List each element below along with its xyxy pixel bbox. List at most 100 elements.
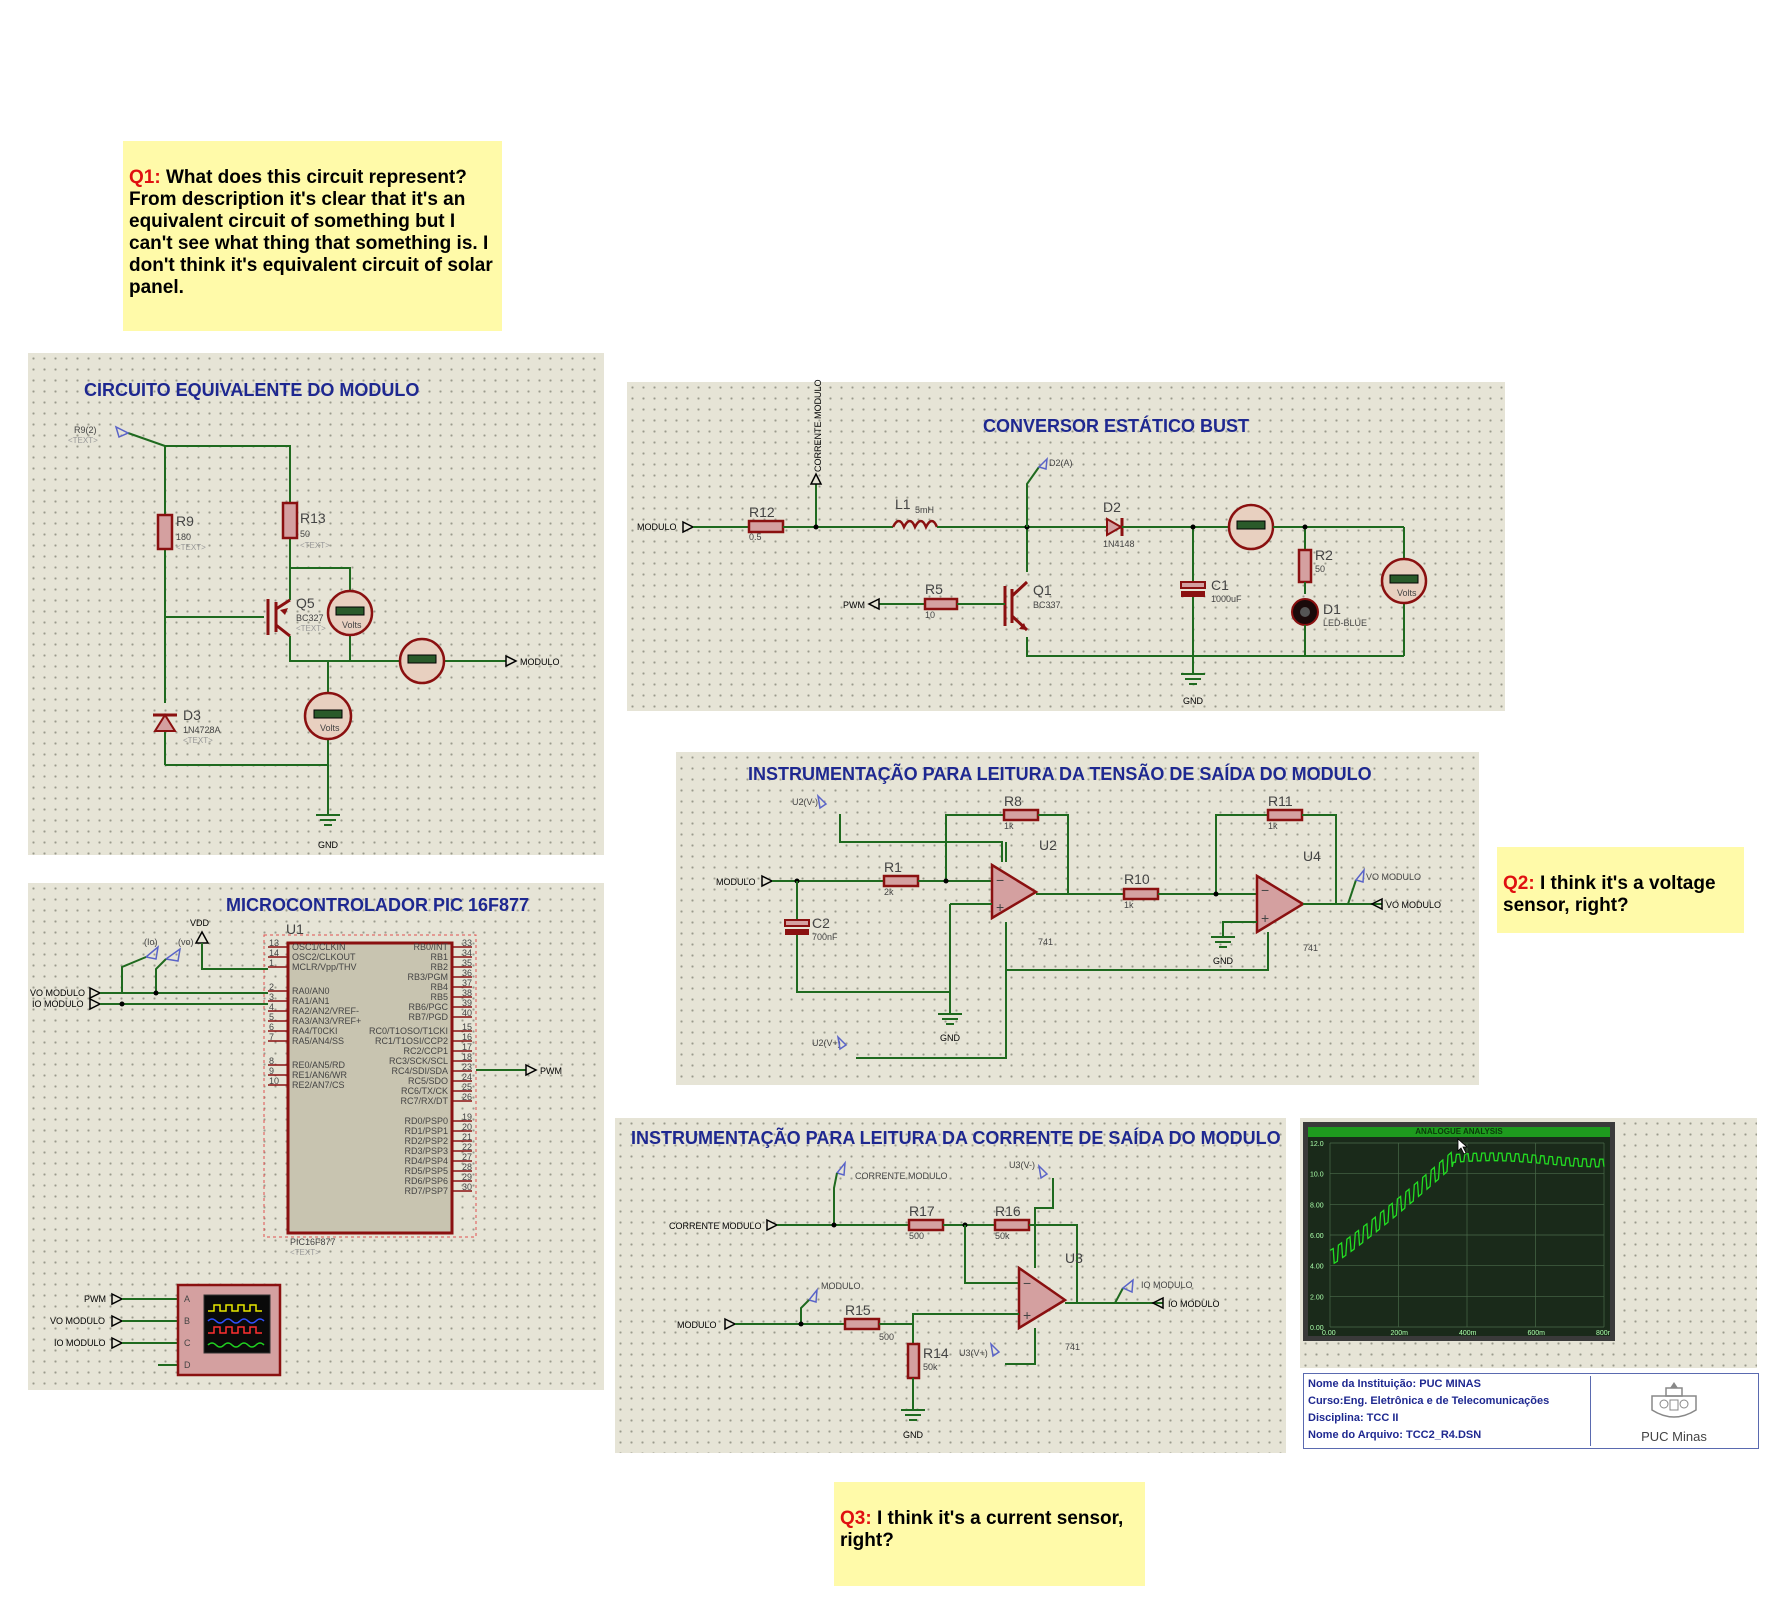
vdd-label: VDD	[190, 918, 210, 928]
probe-io: (Io)	[144, 937, 160, 960]
ref-label: R8	[1004, 793, 1022, 809]
panel-title: CIRCUITO EQUIVALENTE DO MODULO	[84, 380, 420, 400]
pin-name: RD5/PSP5	[404, 1166, 448, 1176]
terminal-label: CORRENTE MODULO	[813, 379, 823, 472]
x-tick-label: 800m	[1596, 1330, 1610, 1336]
ref-label: U3	[1065, 1250, 1083, 1266]
channel-label: B	[184, 1316, 190, 1326]
probe-label: IO MODULO	[1141, 1280, 1193, 1290]
resistor-r8: R8 1k	[1002, 793, 1040, 831]
ground-symbol: GND	[938, 1013, 962, 1043]
value-label: 1k	[1004, 821, 1014, 831]
voltmeter-boost: Volts	[1380, 557, 1428, 605]
x-tick-label: 400m	[1459, 1330, 1477, 1336]
pin-name: RD4/PSP4	[404, 1156, 448, 1166]
x-tick-label: 0.00	[1322, 1330, 1336, 1336]
pin-number: 1	[269, 958, 274, 968]
probe-label: MODULO	[821, 1281, 861, 1291]
gnd-label: GND	[318, 840, 339, 850]
pin-number: 30	[462, 1182, 472, 1192]
boost-converter-panel: CONVERSOR ESTÁTICO BUST MODULO R12 0.5 C…	[627, 379, 1505, 711]
pin-name: RE1/AN6/WR	[292, 1070, 348, 1080]
svg-text:<TEXT>: <TEXT>	[290, 1248, 320, 1257]
title-block: Nome da Instituição: PUC MINAS Curso:Eng…	[1303, 1373, 1759, 1449]
x-tick-label: 200m	[1391, 1330, 1409, 1336]
pin-name: OSC1/CLKIN	[292, 942, 346, 952]
terminal-modulo: MODULO	[505, 654, 560, 668]
resistor-r15: R15 500	[843, 1302, 894, 1342]
right-pins: 33RB0/INT34RB135RB236RB3/PGM37RB438RB539…	[369, 938, 472, 1196]
note-text: I think it's a voltage sensor, right?	[1503, 873, 1716, 916]
ref-label: R5	[925, 581, 943, 597]
probe-label: U3(V-)	[1009, 1160, 1035, 1170]
value-label: BC337	[1033, 600, 1061, 610]
pin-number: 15	[462, 1022, 472, 1032]
ground-symbol: GND	[1181, 673, 1205, 706]
graph-title: ANALOGUE ANALYSIS	[1308, 1127, 1610, 1137]
question-note-3: Q3: I think it's a current sensor, right…	[834, 1482, 1145, 1586]
graph-trace	[1329, 1151, 1605, 1265]
terminal-label: CORRENTE MODULO	[669, 1221, 762, 1231]
microcontroller-panel: MICROCONTROLADOR PIC 16F877 VDD (Io) (vo…	[28, 883, 604, 1390]
crest-icon	[1651, 1382, 1697, 1418]
pin-name: RC1/T1OSI/CCP2	[375, 1036, 448, 1046]
pin-number: 18	[462, 1052, 472, 1062]
terminal-label: PWM	[540, 1066, 562, 1076]
equivalent-circuit-panel: CIRCUITO EQUIVALENTE DO MODULO R9(2) <TE…	[28, 353, 604, 855]
probe-modulo: MODULO	[807, 1281, 861, 1303]
svg-text:+: +	[1023, 1307, 1031, 1323]
question-note-1: Q1: What does this circuit represent? Fr…	[123, 141, 502, 331]
ref-label: D1	[1323, 601, 1341, 617]
terminal-label: VO MODULO	[1386, 900, 1441, 910]
pin-number: 33	[462, 938, 472, 948]
pin-number: 21	[462, 1132, 472, 1142]
pin-number: 39	[462, 998, 472, 1008]
scope-input-label: PWM	[84, 1294, 106, 1304]
y-tick-label: 12.0	[1310, 1141, 1324, 1148]
pin-number: 40	[462, 1008, 472, 1018]
terminal-vo: VO MODULO	[1370, 897, 1441, 911]
resistor-r13: R13 50 <TEXT>	[281, 501, 330, 550]
pin-number: 8	[269, 1056, 274, 1066]
value-label: 5mH	[915, 505, 934, 515]
terminal-pwm: PWM	[843, 597, 880, 611]
resistor-r5: R5 10	[923, 581, 959, 620]
gnd-label: GND	[1213, 956, 1234, 966]
ref-label: R15	[845, 1302, 871, 1318]
pin-name: RD0/PSP0	[404, 1116, 448, 1126]
value-label: 500	[879, 1332, 894, 1342]
probe-vo: (vo)	[164, 937, 194, 962]
gnd-label: GND	[1183, 696, 1204, 706]
value-label: 50	[1315, 564, 1325, 574]
pin-name: RC4/SDI/SDA	[391, 1066, 448, 1076]
led-d1: D1 LED-BLUE	[1291, 598, 1367, 628]
probe-label: (Io)	[144, 937, 158, 947]
chip-part: PIC16F877	[290, 1237, 336, 1247]
ref-label: D3	[183, 707, 201, 723]
pin-name: RB4	[430, 982, 448, 992]
pin-number: 24	[462, 1072, 472, 1082]
value-label: 500	[909, 1231, 924, 1241]
ref-label: C2	[812, 915, 830, 931]
terminal-label: VO MODULO	[30, 988, 85, 998]
resistor-r9: R9 180 <TEXT>	[156, 513, 206, 552]
pin-name: RA2/AN2/VREF-	[292, 1006, 359, 1016]
pin-number: 9	[269, 1066, 274, 1076]
panel-title: CONVERSOR ESTÁTICO BUST	[983, 416, 1250, 436]
value-label: 700nF	[812, 932, 838, 942]
pin-number: 7	[269, 1032, 274, 1042]
pin-name: RC7/RX/DT	[400, 1096, 448, 1106]
scope-input-label: VO MODULO	[50, 1316, 105, 1326]
opamp-u3: − + U3 741	[1017, 1250, 1083, 1352]
resistor-r2: R2 50	[1297, 547, 1333, 584]
pin-name: RA4/T0CKI	[292, 1026, 338, 1036]
resistor-r10: R10 1k	[1122, 871, 1160, 910]
svg-text:Volts: Volts	[342, 620, 362, 630]
ref-label: R13	[300, 510, 326, 526]
resistor-r1: R1 2k	[882, 859, 920, 897]
pin-number: 36	[462, 968, 472, 978]
probe-label: R9(2)	[74, 425, 97, 435]
value-label: BC327	[296, 613, 324, 623]
